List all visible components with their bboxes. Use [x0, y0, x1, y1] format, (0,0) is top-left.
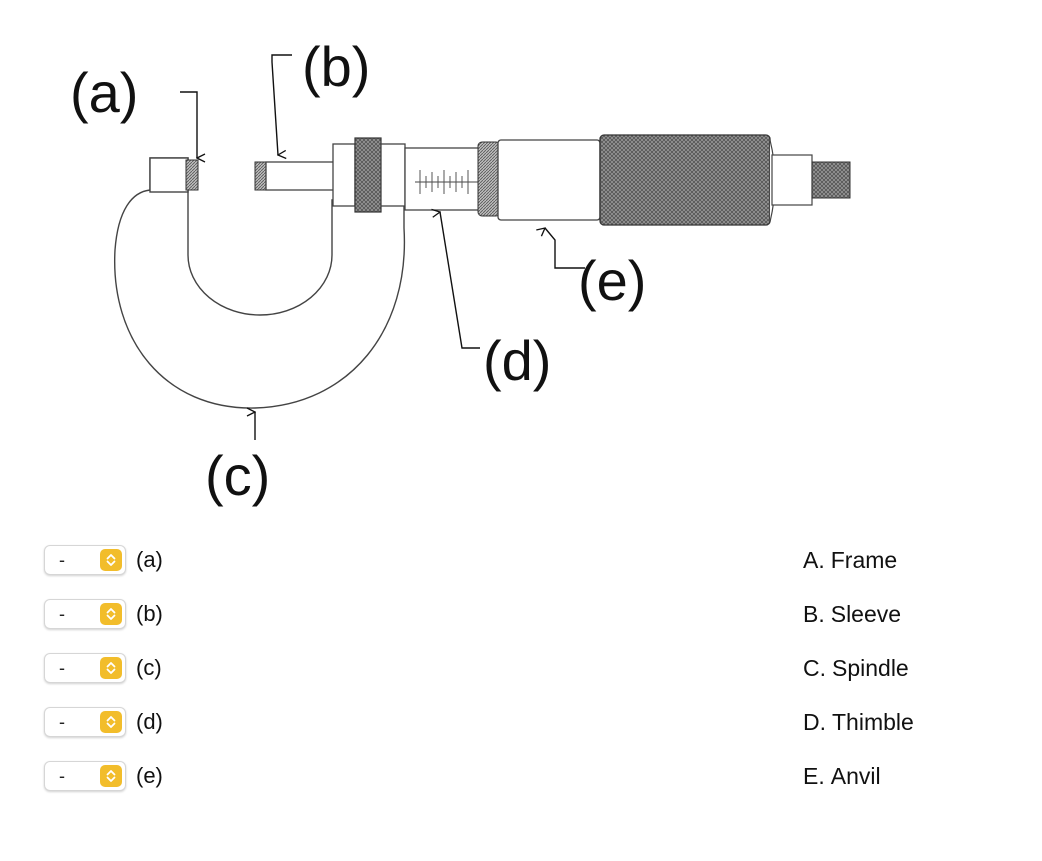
diagram-label-d: (d)	[483, 329, 551, 392]
select-value: -	[59, 603, 65, 624]
answer-letter: C.	[803, 654, 826, 681]
chevron-updown-icon[interactable]	[100, 711, 122, 733]
frame-shape	[114, 157, 406, 409]
answer-select-e[interactable]: -	[44, 761, 126, 791]
question-label-e: (e)	[136, 763, 163, 788]
answer-select-c[interactable]: -	[44, 653, 126, 683]
answer-letter: B.	[803, 600, 825, 627]
answer-text: Spindle	[832, 654, 909, 681]
select-value: -	[59, 711, 65, 732]
micrometer-diagram: (a) (b) (c) (d) (e)	[70, 35, 851, 507]
question-row-c: - (c)	[44, 650, 162, 686]
answer-select-d[interactable]: -	[44, 707, 126, 737]
micrometer-illustration: (a) (b) (c) (d) (e)	[70, 35, 851, 507]
sleeve-shape	[404, 147, 481, 211]
question-label-b: (b)	[136, 601, 163, 626]
answer-text: Anvil	[830, 762, 881, 789]
question-label-c: (c)	[136, 655, 162, 680]
question-label-d: (d)	[136, 709, 163, 734]
answer-letter: D.	[803, 708, 826, 735]
thimble-shape	[477, 134, 851, 226]
diagram-label-e: (e)	[578, 249, 646, 312]
answer-option-b: B. Sleeve	[803, 596, 901, 632]
select-value: -	[59, 657, 65, 678]
answer-option-a: A. Frame	[803, 542, 897, 578]
spindle-shape	[254, 161, 337, 191]
chevron-updown-icon[interactable]	[100, 603, 122, 625]
answer-letter: E.	[803, 762, 825, 789]
answer-letter: A.	[803, 546, 825, 573]
question-row-d: - (d)	[44, 704, 163, 740]
answer-text: Frame	[830, 546, 898, 573]
chevron-updown-icon[interactable]	[100, 765, 122, 787]
chevron-updown-icon[interactable]	[100, 657, 122, 679]
answer-option-c: C. Spindle	[803, 650, 909, 686]
question-row-a: - (a)	[44, 542, 163, 578]
question-label-a: (a)	[136, 547, 163, 572]
answer-text: Sleeve	[830, 600, 902, 627]
answer-text: Thimble	[832, 708, 914, 735]
diagram-label-a: (a)	[70, 61, 138, 124]
anvil-shape	[149, 157, 199, 193]
answer-option-d: D. Thimble	[803, 704, 914, 740]
question-row-e: - (e)	[44, 758, 163, 794]
diagram-label-c: (c)	[205, 444, 270, 507]
chevron-updown-icon[interactable]	[100, 549, 122, 571]
diagram-label-b: (b)	[302, 35, 370, 98]
select-value: -	[59, 549, 65, 570]
answer-option-e: E. Anvil	[803, 758, 881, 794]
answer-select-a[interactable]: -	[44, 545, 126, 575]
select-value: -	[59, 765, 65, 786]
answer-select-b[interactable]: -	[44, 599, 126, 629]
question-row-b: - (b)	[44, 596, 163, 632]
